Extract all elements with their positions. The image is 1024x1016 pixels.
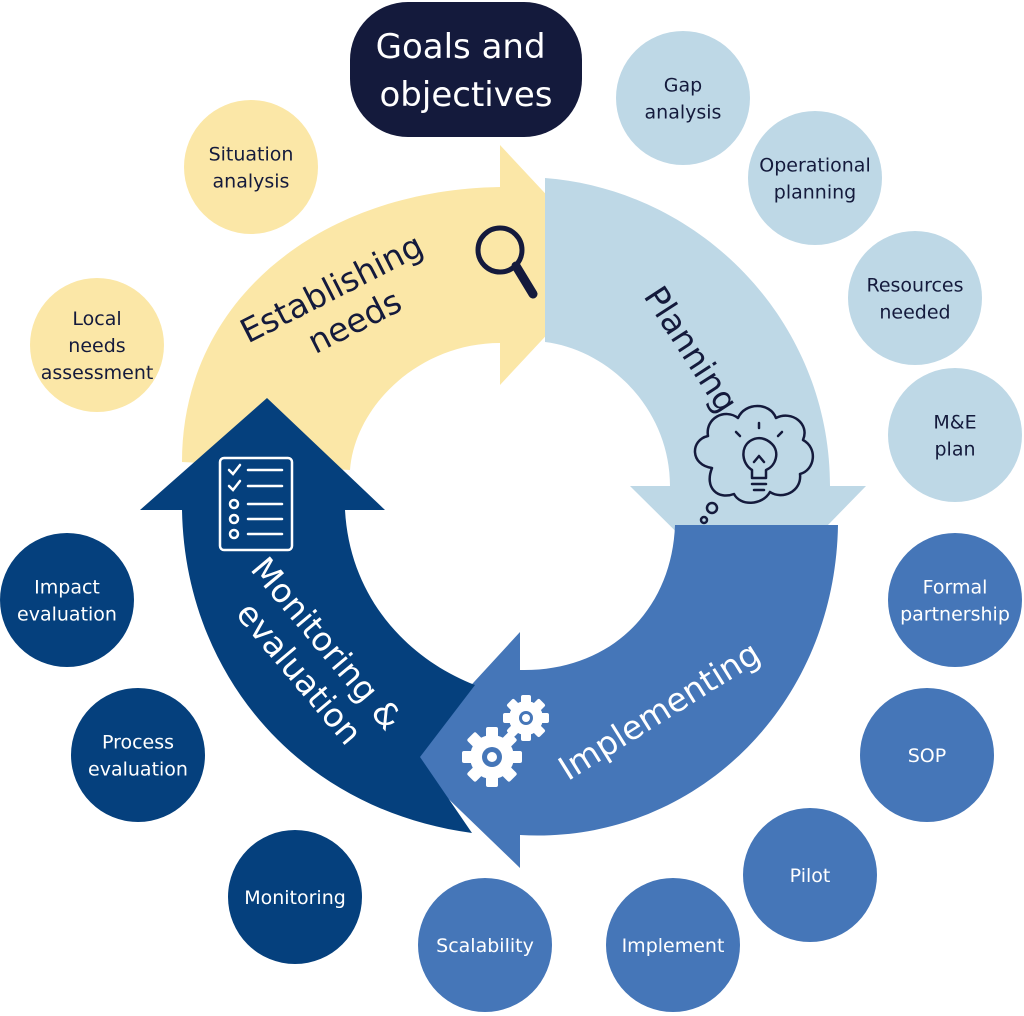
bubble-circle [418, 878, 552, 1012]
bubble-label: Monitoring [244, 887, 346, 909]
bubble-label-line: partnership [900, 604, 1010, 626]
bubble-label: Resources needed [866, 275, 963, 324]
goal-line-1: Goals and [376, 27, 546, 67]
bubble-circle [616, 31, 750, 165]
bubble-label-line: SOP [908, 745, 946, 767]
bubble-circle [606, 878, 740, 1012]
bubble-label-line: M&E [933, 412, 976, 434]
implementing-arrow [405, 525, 838, 868]
bubble: SOP [860, 688, 994, 822]
bubble-label-line: Local [72, 308, 121, 330]
bubble: Pilot [743, 808, 877, 942]
bubble-label-line: planning [774, 182, 856, 204]
bubble-label: Local needs assessment [41, 308, 154, 384]
bubble-circle [71, 688, 205, 822]
bubble-label: SOP [908, 745, 946, 767]
checklist-icon [218, 456, 294, 552]
bubble: Impact evaluation [0, 533, 134, 667]
bubble-label-line: Monitoring [244, 887, 346, 909]
bubble-label-line: Resources [866, 275, 963, 297]
bubble-circle [888, 533, 1022, 667]
bubble: M&E plan [888, 368, 1022, 502]
lightbulb-thought-icon [693, 404, 814, 525]
gears-icon [462, 695, 549, 787]
goals-objectives-label: Goals and objectives [376, 27, 557, 115]
bubble-circle [848, 231, 982, 365]
bubble-circle [743, 808, 877, 942]
bubble: Operational planning [748, 111, 882, 245]
bubble-circle [228, 830, 362, 964]
bubble-label: Formal partnership [900, 577, 1010, 626]
bubble-label-line: Impact [34, 577, 100, 599]
bubble-label-line: evaluation [17, 604, 117, 626]
goal-line-2: objectives [380, 75, 553, 115]
bubble-label-line: analysis [213, 171, 290, 193]
bubble-label: Impact evaluation [17, 577, 117, 626]
bubble-label-line: Process [102, 732, 174, 754]
bubble-label-line: plan [934, 439, 975, 461]
bubble-label-line: Pilot [790, 865, 831, 887]
bubble-label-line: Operational [759, 155, 870, 177]
magnifier-icon [475, 225, 538, 299]
bubble: Situation analysis [184, 100, 318, 234]
bubble-label-line: evaluation [88, 759, 188, 781]
bubble-label: M&E plan [933, 412, 976, 461]
bubble-circle [0, 533, 134, 667]
bubble-label: Situation analysis [209, 144, 294, 193]
bubble: Formal partnership [888, 533, 1022, 667]
bubble-circle [30, 278, 164, 412]
bubble: Monitoring [228, 830, 362, 964]
monitoring-evaluation-arrow [140, 398, 475, 833]
bubble-circle [184, 100, 318, 234]
bubble: Gap analysis [616, 31, 750, 165]
goals-objectives-badge [350, 2, 582, 137]
bubble-label: Implement [622, 935, 725, 957]
bubble-label-line: analysis [645, 102, 722, 124]
bubble-label: Scalability [436, 935, 534, 957]
bubble-label-line: Situation [209, 144, 294, 166]
bubble-label-line: Implement [622, 935, 725, 957]
bubble-label-line: Formal [923, 577, 988, 599]
bubble: Local needs assessment [30, 278, 164, 412]
bubble-circle [748, 111, 882, 245]
bubble-label: Gap analysis [645, 75, 722, 124]
bubble-label-line: assessment [41, 362, 154, 384]
bubble-label-line: Gap [664, 75, 702, 97]
planning-arrow [545, 178, 866, 605]
bubble-label: Pilot [790, 865, 831, 887]
bubble: Process evaluation [71, 688, 205, 822]
bubble-label-line: needs [68, 335, 125, 357]
bubble: Resources needed [848, 231, 982, 365]
bubble-label-line: Scalability [436, 935, 534, 957]
bubble-circle [860, 688, 994, 822]
bubble: Scalability [418, 878, 552, 1012]
bubble-circle [888, 368, 1022, 502]
bubble-label-line: needed [879, 302, 950, 324]
bubble: Implement [606, 878, 740, 1012]
bubble-label: Process evaluation [88, 732, 188, 781]
bubble-label: Operational planning [759, 155, 870, 204]
